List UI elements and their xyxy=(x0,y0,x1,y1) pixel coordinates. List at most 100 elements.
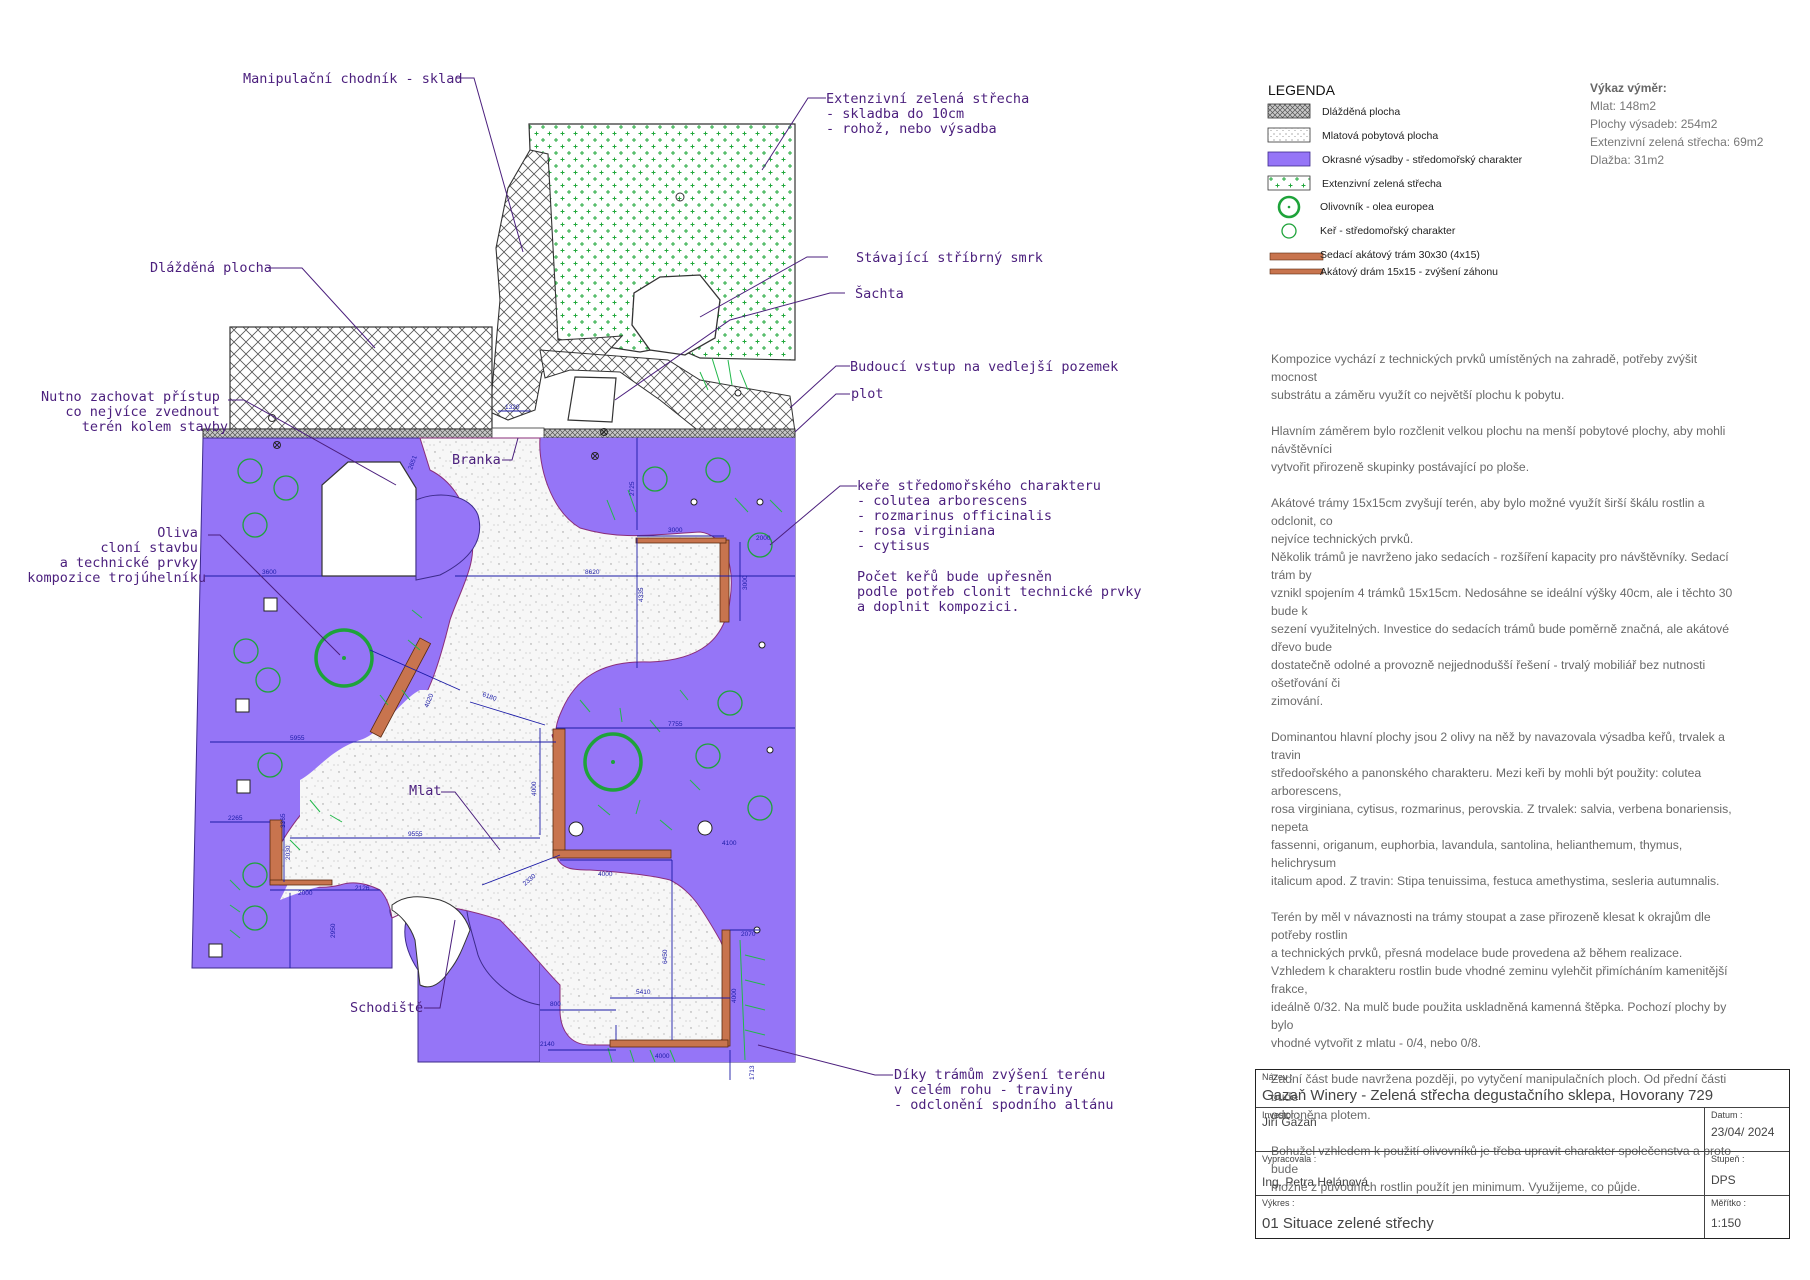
dimension-lines xyxy=(205,410,795,1080)
dim-label: 3600 xyxy=(262,569,277,576)
round-marker xyxy=(756,498,764,506)
tb-stupen-label: Stupeň : xyxy=(1711,1154,1745,1164)
callout-diky: Díky trámům zvýšení terénu v celém rohu … xyxy=(894,1067,1113,1113)
description-line: možné z původních rostlin použít jen min… xyxy=(1271,1180,1641,1194)
description-paragraph: Dominantou hlavní plochy jsou 2 olivy na… xyxy=(1271,728,1746,890)
vykaz-title: Výkaz výměr: xyxy=(1590,81,1667,95)
callouts: Manipulační chodník - sklad Extenzivní z… xyxy=(27,71,1150,1113)
dim-label: 4100 xyxy=(722,840,737,847)
legend-label: Olivovník - olea europea xyxy=(1320,201,1434,213)
shrub xyxy=(705,457,731,483)
tb-vypracovala-label: Vypracovala : xyxy=(1262,1154,1317,1164)
tb-row-vypracovala: Vypracovala : Ing. Petra Helánová Stupeň… xyxy=(1256,1152,1789,1196)
round-marker xyxy=(766,746,774,754)
description-paragraph: Zadní část bude navržena později, po vyt… xyxy=(1271,1070,1746,1124)
legend-label: Dlážděná plocha xyxy=(1322,106,1400,118)
description-line: nejvíce technických prvků. xyxy=(1271,532,1414,546)
shrubs xyxy=(233,457,773,931)
description-line: vytvořit přirozeně skupinky postávající … xyxy=(1271,460,1530,474)
dim-label: 4000 xyxy=(598,871,613,878)
tb-row-vykres: Výkres : 01 Situace zelené střechy Měřít… xyxy=(1256,1196,1789,1238)
dim-label: 4000 xyxy=(531,781,538,796)
tb-vykres: 01 Situace zelené střechy xyxy=(1262,1215,1434,1232)
shrub xyxy=(642,466,668,492)
dim-label: 2265 xyxy=(228,815,243,822)
legend-label: Okrasné výsadby - středomořský charakter xyxy=(1322,154,1523,166)
dim-label: 2950 xyxy=(330,923,337,938)
vykaz-line: Mlat: 148m2 xyxy=(1590,99,1656,113)
callout-extenzivni: Extenzivní zelená střecha - skladba do 1… xyxy=(826,91,1037,137)
dim-label: 6180 xyxy=(481,691,497,703)
vykaz-line: Plochy výsadeb: 254m2 xyxy=(1590,117,1718,131)
quantity-summary: Výkaz výměr: Mlat: 148m2 Plochy výsadeb:… xyxy=(1590,81,1764,167)
round-marker xyxy=(734,389,742,397)
olive-tree-right xyxy=(583,732,643,792)
dim-label: 2000 xyxy=(756,535,771,542)
dim-label: 2070 xyxy=(741,931,756,938)
grass-strokes xyxy=(229,357,783,1063)
description-line: Dominantou hlavní plochy jsou 2 olivy na… xyxy=(1271,730,1725,762)
description-line: zimování. xyxy=(1271,694,1324,708)
dim-label: 4000 xyxy=(731,988,738,1003)
dim-label: 2126 xyxy=(355,885,370,892)
legend-olive-center xyxy=(1287,205,1291,209)
tb-meritko-label: Měřítko : xyxy=(1711,1198,1747,1208)
description-paragraph: Několik trámů je navrženo jako sedacích … xyxy=(1271,548,1746,710)
dim-label: 2140 xyxy=(540,1041,555,1048)
shrub xyxy=(255,667,281,693)
olive-tree-left xyxy=(314,628,374,688)
callout-nutno: Nutno zachovat přístup co nejvíce zvedno… xyxy=(41,389,228,435)
x-markers xyxy=(273,428,608,460)
legend-swatch-crosshatch xyxy=(1267,103,1311,119)
legend-beam-thin-icon xyxy=(1269,268,1324,275)
legend: LEGENDA Dlážděná plocha Mlatová pobytová… xyxy=(1267,82,1523,278)
callout-kere: keře středomořského charakteru - colutea… xyxy=(857,478,1109,554)
dim-label: 4335 xyxy=(638,587,645,602)
shrub xyxy=(747,532,773,558)
description-line: Kompozice vychází z technických prvků um… xyxy=(1271,352,1698,384)
technical-markers xyxy=(208,389,774,958)
dim-label: 1713 xyxy=(749,1065,756,1080)
dim-label: 5410 xyxy=(636,989,651,996)
shrub xyxy=(237,458,263,484)
description-line: Zadní část bude navržena později, po vyt… xyxy=(1271,1072,1727,1104)
dim-label: 7755 xyxy=(668,721,683,728)
dim-label: 3000 xyxy=(742,575,749,590)
staircase xyxy=(391,896,471,988)
beam-top-right-v xyxy=(719,539,730,623)
tb-nazev-label: Název : xyxy=(1262,1072,1293,1082)
shrub xyxy=(747,795,773,821)
leader-lines xyxy=(208,77,893,1076)
beam-left-h xyxy=(269,879,333,886)
tb-stupen: DPS xyxy=(1711,1173,1736,1187)
shrub xyxy=(233,638,259,664)
mlat-bay-left xyxy=(280,690,452,900)
callout-stavajici: Stávající stříbrný smrk xyxy=(856,250,1043,266)
square-marker xyxy=(236,779,251,794)
description-line: odcloněna plotem. xyxy=(1271,1108,1371,1122)
callout-schodiste: Schodiště xyxy=(350,1000,423,1016)
dim-label: 2000 xyxy=(298,890,313,897)
legend-shrub-icon xyxy=(1281,223,1297,239)
description-line: vhodné vytvořit z mlatu - 0/4, nebo 0/8. xyxy=(1271,1036,1482,1050)
legend-label: Extenzivní zelená střecha xyxy=(1322,178,1442,190)
dim-label: 3365 xyxy=(280,813,287,828)
gate-opening xyxy=(491,427,545,440)
tb-row-nazev: Název : Gazaň Winery - Zelená střecha de… xyxy=(1256,1070,1789,1108)
dim-label: 2725 xyxy=(629,481,636,496)
beam-left-v xyxy=(269,819,283,883)
beam-top-right-h xyxy=(635,537,727,544)
beam-middle-bottom xyxy=(552,849,672,859)
round-marker xyxy=(758,641,766,649)
description-line: a technických prvků, přesná modelace bud… xyxy=(1271,946,1683,960)
dim-label: 3000 xyxy=(668,527,683,534)
legend-beam-icon xyxy=(1269,252,1324,261)
dim-label: 4000 xyxy=(655,1053,670,1060)
description-line: rosa virginiana, cytisus, rozmarinus, pe… xyxy=(1271,802,1732,834)
legend-swatch-green-roof xyxy=(1267,175,1311,191)
callout-pocet: Počet keřů bude upřesněn podle potřeb cl… xyxy=(857,569,1150,615)
legend-label: Sedací akátový trám 30x30 (4x15) xyxy=(1320,249,1480,261)
shrub xyxy=(695,743,721,769)
legend-swatch-dots xyxy=(1267,127,1311,143)
description-line: dostatečně odolné a provozně nejjednoduš… xyxy=(1271,658,1706,690)
